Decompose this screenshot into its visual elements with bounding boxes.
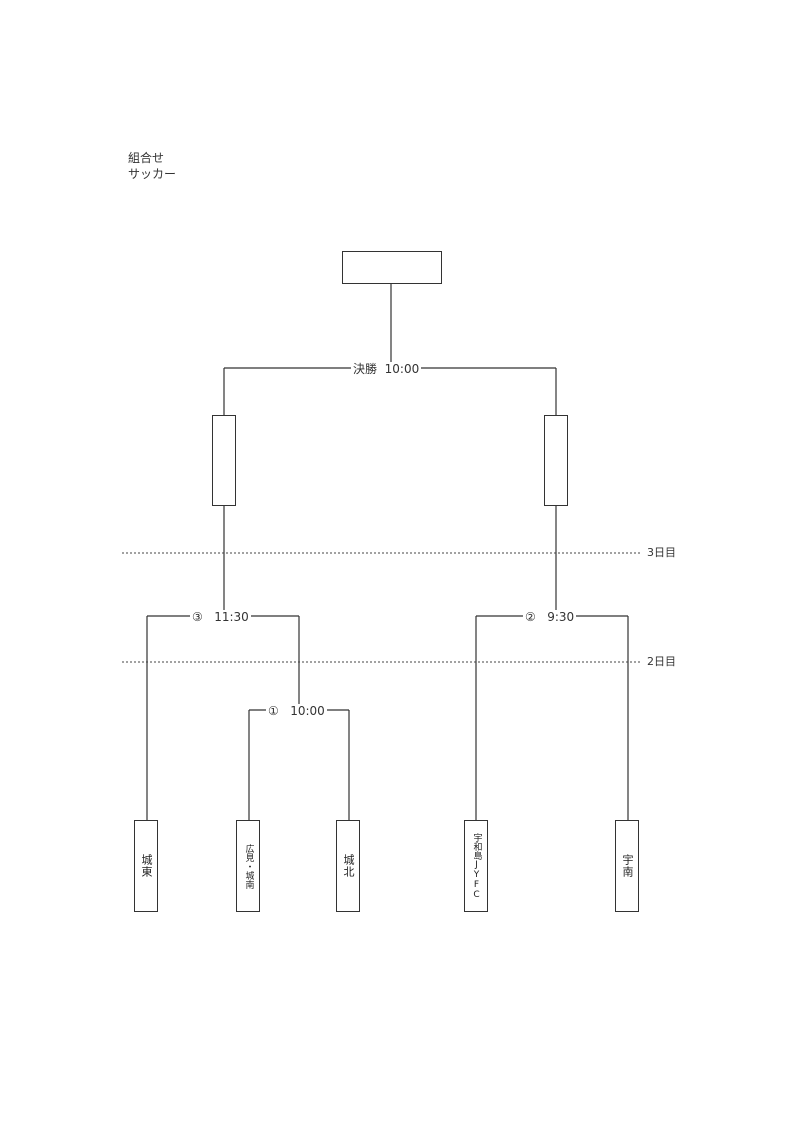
team-name: 宇南	[621, 854, 634, 878]
team-name: 広見・城南	[243, 843, 254, 889]
match3-number: ③	[192, 610, 203, 624]
day2-label: 2日目	[644, 655, 679, 669]
team-box: 宇南	[615, 820, 639, 912]
team-box: 広見・城南	[236, 820, 260, 912]
match3-time: 11:30	[214, 610, 249, 624]
team-box: 城北	[336, 820, 360, 912]
match2-label: ② 9:30	[523, 610, 577, 624]
match2-number: ②	[525, 610, 536, 624]
match1-time: 10:00	[290, 704, 325, 718]
day3-label: 3日目	[644, 546, 679, 560]
semifinal-slot-left	[212, 415, 236, 506]
team-name: 城北	[342, 854, 355, 878]
team-name: 城東	[140, 854, 153, 878]
match1-number: ①	[268, 704, 279, 718]
team-box: 城東	[134, 820, 158, 912]
champion-box	[342, 251, 442, 284]
header-sport: サッカー	[128, 167, 177, 181]
match1-label: ① 10:00	[266, 704, 327, 718]
header-title: 組合せ	[128, 151, 165, 165]
semifinal-slot-right	[544, 415, 568, 506]
match3-label: ③ 11:30	[190, 610, 251, 624]
team-name: 宇和島JYFC	[471, 832, 482, 900]
document-header: 組合せ サッカー	[128, 150, 176, 182]
final-time: 10:00	[384, 362, 420, 376]
match2-time: 9:30	[547, 610, 575, 624]
final-label: 決勝 10:00	[351, 362, 422, 376]
team-box: 宇和島JYFC	[464, 820, 488, 912]
final-title: 決勝	[353, 362, 378, 376]
